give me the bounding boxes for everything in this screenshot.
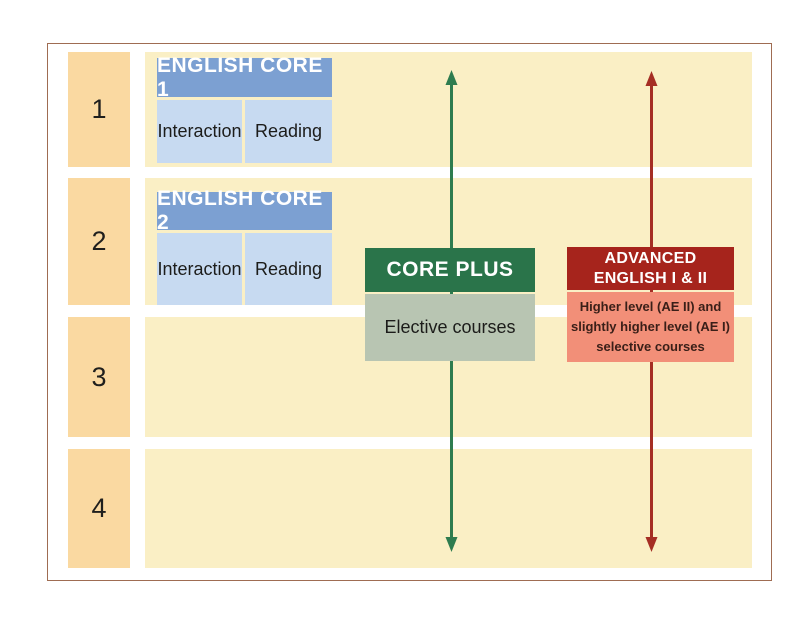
level-4-band xyxy=(145,449,752,568)
core-plus-body: Elective courses xyxy=(365,294,535,361)
level-3-label: 3 xyxy=(91,361,107,392)
level-1-box: 1 xyxy=(68,52,130,167)
advanced-english-title-line1: ADVANCED xyxy=(604,249,697,267)
core-plus-body-label: Elective courses xyxy=(384,317,516,337)
advanced-english-body-line1: Higher level (AE II) and xyxy=(579,299,722,314)
advanced-english-title-line2: ENGLISH I & II xyxy=(593,269,708,287)
advanced-english-body-line2: slightly higher level (AE I) xyxy=(571,319,730,334)
advanced-english-header: ADVANCED ENGLISH I & II xyxy=(567,247,734,290)
level-2-box: 2 xyxy=(68,178,130,305)
english-core-2-reading-cell: Reading xyxy=(245,233,332,305)
english-core-1-reading-cell: Reading xyxy=(245,100,332,163)
english-core-2-interaction-cell: Interaction xyxy=(157,233,242,305)
english-core-1-interaction-label: Interaction xyxy=(157,121,242,141)
core-plus-title: CORE PLUS xyxy=(386,258,514,281)
core-plus-header: CORE PLUS xyxy=(365,248,535,292)
advanced-english-body: Higher level (AE II) and slightly higher… xyxy=(567,292,734,362)
level-4-label: 4 xyxy=(91,493,107,523)
english-core-2-reading-label: Reading xyxy=(254,258,323,279)
level-2-label: 2 xyxy=(91,226,107,256)
english-core-2-header: ENGLISH CORE 2 xyxy=(157,187,332,234)
english-core-2-interaction-label: Interaction xyxy=(157,258,242,279)
level-1-label: 1 xyxy=(91,94,107,124)
advanced-english-body-line3: selective courses xyxy=(596,339,705,354)
english-core-1-reading-label: Reading xyxy=(254,121,323,141)
level-3-box: 3 xyxy=(68,317,130,437)
english-core-2-title: ENGLISH CORE 2 xyxy=(157,187,323,234)
level-4-box: 4 xyxy=(68,449,130,568)
english-core-1-header: ENGLISH CORE 1 xyxy=(157,54,332,101)
english-core-1-interaction-cell: Interaction xyxy=(157,100,242,163)
english-core-1-title: ENGLISH CORE 1 xyxy=(157,53,323,101)
